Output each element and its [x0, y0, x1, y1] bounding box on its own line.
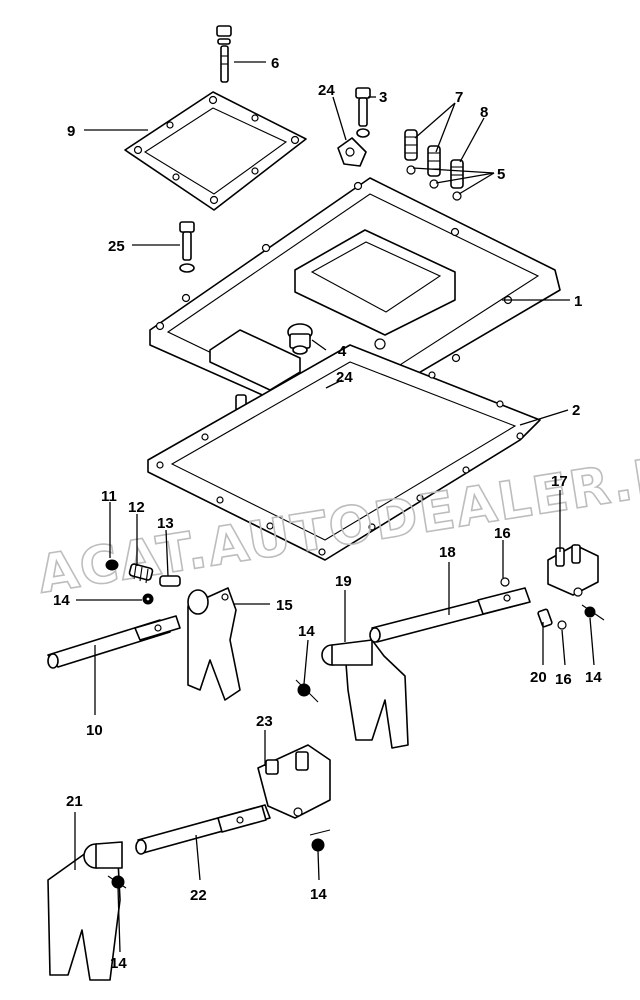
bracket: [337, 137, 367, 167]
plunger: [159, 575, 181, 587]
pin: [537, 608, 553, 628]
callout-labels: 1 2 3 4 5 6 7 8 9 10 11 12 13 14 14 14 1…: [53, 55, 602, 972]
callout-14-left: 14: [53, 592, 70, 609]
cover-plate: [124, 91, 307, 211]
callout-18: 18: [439, 544, 456, 561]
callout-13: 13: [157, 515, 174, 532]
shift-fork: [321, 639, 409, 749]
shift-block: [257, 744, 331, 819]
shift-block: [547, 544, 599, 597]
callout-2: 2: [572, 402, 580, 419]
callout-16-bottom: 16: [555, 671, 572, 688]
callout-21: 21: [66, 793, 83, 810]
spring: [128, 563, 154, 584]
screw: [295, 679, 319, 703]
callout-25: 25: [108, 238, 125, 255]
callout-16-top: 16: [494, 525, 511, 542]
callout-8: 8: [480, 104, 488, 121]
shift-fork: [47, 841, 123, 981]
callout-22: 22: [190, 887, 207, 904]
callout-6: 6: [271, 55, 279, 72]
callout-3: 3: [379, 89, 387, 106]
bolt: [179, 221, 195, 273]
screw: [142, 593, 154, 605]
screw: [309, 829, 331, 852]
callout-24-top: 24: [318, 82, 335, 99]
callout-11: 11: [101, 488, 117, 505]
spring: [427, 145, 441, 189]
screw: [581, 604, 605, 621]
callout-24-lower: 24: [336, 369, 353, 386]
callout-12: 12: [128, 499, 145, 516]
ball: [500, 577, 510, 587]
callout-4: 4: [338, 343, 347, 360]
callout-5: 5: [497, 166, 505, 183]
shift-rail: [369, 587, 531, 643]
callout-14-right: 14: [585, 669, 602, 686]
shift-rail: [47, 615, 181, 669]
callout-14-bottom: 14: [110, 955, 127, 972]
callout-1: 1: [574, 293, 582, 310]
callout-10: 10: [86, 722, 103, 739]
spring: [404, 129, 418, 175]
callout-17: 17: [551, 473, 568, 490]
shift-rail: [135, 804, 271, 855]
callout-15: 15: [276, 597, 293, 614]
callout-7: 7: [455, 89, 463, 106]
plug: [105, 559, 119, 571]
callout-14-mid: 14: [298, 623, 315, 640]
callout-23: 23: [256, 713, 273, 730]
ball: [557, 620, 567, 630]
gasket: [147, 344, 541, 561]
bolt: [216, 25, 232, 83]
bolt: [355, 87, 371, 138]
callout-19: 19: [335, 573, 352, 590]
leader-lines: [74, 61, 595, 953]
callout-20: 20: [530, 669, 547, 686]
callout-9: 9: [67, 123, 75, 140]
callout-14-lower: 14: [310, 886, 327, 903]
shift-fork: [187, 587, 241, 701]
